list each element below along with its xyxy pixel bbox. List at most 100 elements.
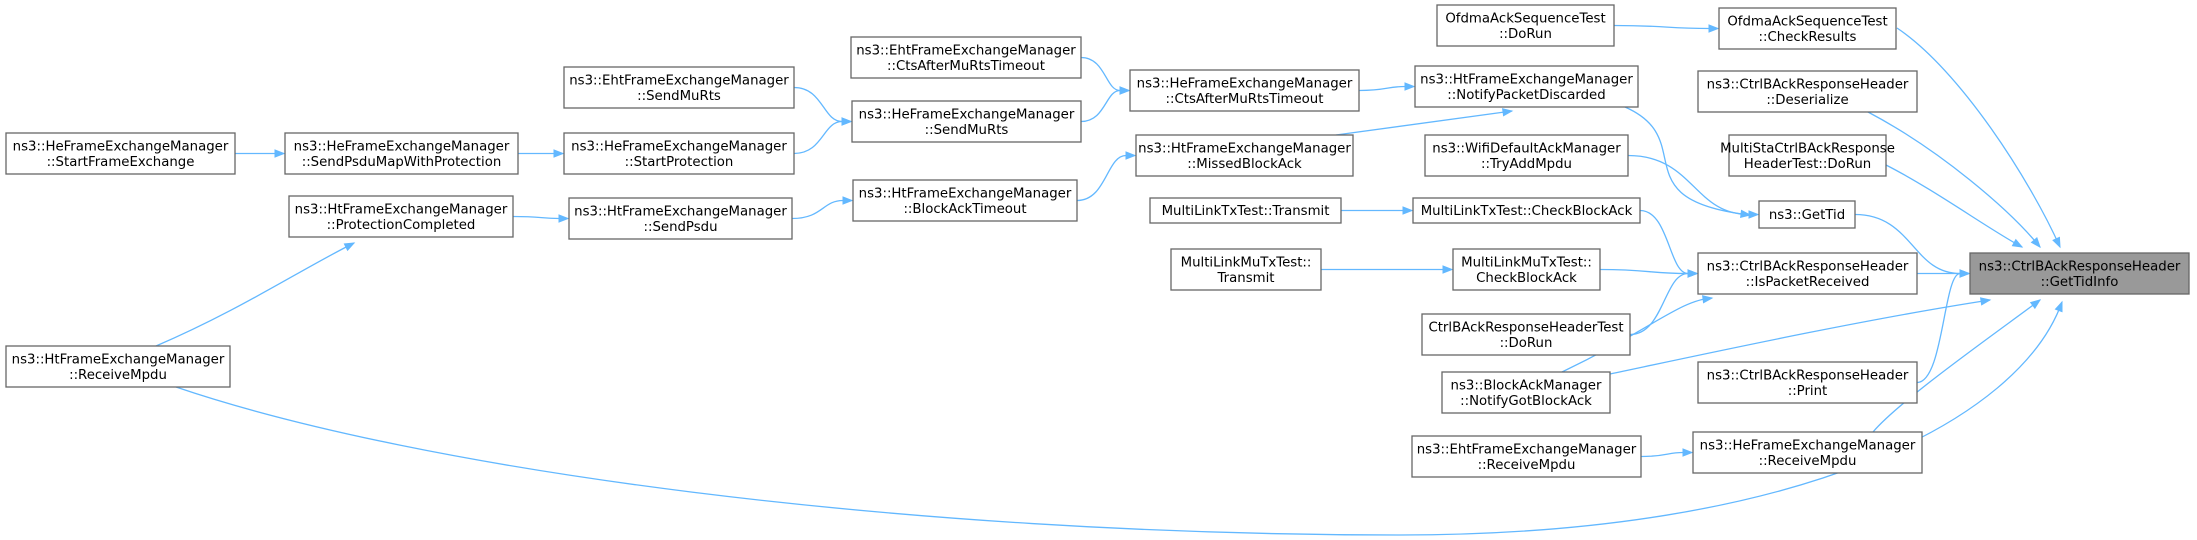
edge-notifygotblockack-to-ispacketreceived <box>1561 295 1714 373</box>
node-label-line: ::ReceiveMpdu <box>1478 458 1576 473</box>
node-label-line: ::SendMuRts <box>637 89 721 104</box>
node-box <box>1412 197 1641 224</box>
node-mlmu-transmit[interactable]: MultiLinkMuTxTest::Transmit <box>1170 248 1322 291</box>
edge-ht_receivempdu-to-root <box>175 300 2063 536</box>
edge-line <box>1080 89 1121 123</box>
node-box <box>1414 65 1639 108</box>
edge-arrowhead <box>274 149 286 158</box>
edge-line <box>1599 268 1689 275</box>
node-label-line: ::IsPacketReceived <box>1746 275 1870 290</box>
node-label-line: ::TryAddMpdu <box>1481 157 1572 172</box>
node-eht-receivempdu[interactable]: ns3::EhtFrameExchangeManager::ReceiveMpd… <box>1411 435 1642 478</box>
edge-ofdma_dorun-to-ofdma_check <box>1613 24 1720 33</box>
edge-deserialize-to-root <box>1867 111 2041 249</box>
edge-arrowhead <box>558 214 570 223</box>
node-label-line: ns3::HeFrameExchangeManager <box>13 139 229 154</box>
node-he-startprotection[interactable]: ns3::HeFrameExchangeManager::StartProtec… <box>563 132 795 175</box>
node-ctrl-dorun[interactable]: CtrlBAckResponseHeaderTest::DoRun <box>1421 313 1631 356</box>
node-ht-notifydiscarded[interactable]: ns3::HtFrameExchangeManager::NotifyPacke… <box>1414 65 1639 108</box>
edge-arrowhead <box>1708 24 1720 33</box>
node-box <box>1424 134 1629 177</box>
node-label-line: ns3::HeFrameExchangeManager <box>571 139 787 154</box>
edge-ht_missed-to-ht_notifydiscarded <box>1335 108 1514 136</box>
node-label-line: ::CtsAfterMuRtsTimeout <box>1166 92 1324 107</box>
node-label-line: ::ReceiveMpdu <box>1759 454 1857 469</box>
node-mlmu-checkblockack[interactable]: MultiLinkMuTxTest::CheckBlockAck <box>1452 248 1601 291</box>
node-label-line: ns3::CtrlBAckResponseHeader <box>1707 259 1909 274</box>
node-box <box>1411 435 1642 478</box>
edge-line <box>793 86 843 123</box>
node-notifygotblockack[interactable]: ns3::BlockAckManager::NotifyGotBlockAck <box>1441 371 1611 414</box>
node-label-line: ::SendPsdu <box>643 220 717 235</box>
node-he-sendpsdumap[interactable]: ns3::HeFrameExchangeManager::SendPsduMap… <box>284 132 519 175</box>
node-label-line: ::GetTidInfo <box>2041 275 2119 290</box>
node-label-line: MultiLinkMuTxTest:: <box>1181 255 1312 270</box>
node-box <box>1452 248 1601 291</box>
node-ofdma-dorun[interactable]: OfdmaAckSequenceTest::DoRun <box>1436 4 1615 47</box>
node-box <box>852 179 1078 222</box>
edge-he_receivempdu-to-root <box>1872 299 2042 433</box>
node-deserialize[interactable]: ns3::CtrlBAckResponseHeader::Deserialize <box>1697 70 1918 113</box>
edge-arrowhead <box>2052 236 2061 249</box>
edge-arrowhead <box>2030 237 2041 249</box>
edge-line <box>155 242 355 347</box>
edge-ht_sendpsdu-to-ht_blockacktimeout <box>791 196 854 220</box>
node-box <box>563 66 795 109</box>
node-he-startframe[interactable]: ns3::HeFrameExchangeManager::StartFrameE… <box>5 132 236 175</box>
edge-he_ctsafter-to-ht_notifydiscarded <box>1358 82 1416 92</box>
node-ofdma-check[interactable]: OfdmaAckSequenceTest::CheckResults <box>1718 7 1897 50</box>
edge-line <box>1627 154 1750 216</box>
edge-arrowhead <box>343 242 356 252</box>
node-label-line: ::SendPsduMapWithProtection <box>302 155 502 170</box>
node-box <box>563 132 795 175</box>
node-label-line: ns3::HeFrameExchangeManager <box>1700 438 1916 453</box>
node-label-line: ::ProtectionCompleted <box>327 218 476 233</box>
node-label-line: HeaderTest::DoRun <box>1744 157 1871 172</box>
node-label-line: ns3::HtFrameExchangeManager <box>1138 141 1351 156</box>
edge-line <box>1867 111 2041 248</box>
node-he-sendmurts[interactable]: ns3::HeFrameExchangeManager::SendMuRts <box>851 100 1082 143</box>
node-ht-sendpsdu[interactable]: ns3::HtFrameExchangeManager::SendPsdu <box>568 197 793 240</box>
node-label-line: ::StartFrameExchange <box>47 155 195 170</box>
node-label-line: ns3::HeFrameExchangeManager <box>859 107 1075 122</box>
node-print[interactable]: ns3::CtrlBAckResponseHeader::Print <box>1697 361 1918 404</box>
node-ht-missed[interactable]: ns3::HtFrameExchangeManager::MissedBlock… <box>1135 134 1354 177</box>
node-label-line: ::ReceiveMpdu <box>69 368 167 383</box>
node-label-line: OfdmaAckSequenceTest <box>1445 11 1605 26</box>
edge-he_startframe-to-he_sendpsdumap <box>234 149 286 158</box>
node-eht-ctsafter[interactable]: ns3::EhtFrameExchangeManager::CtsAfterMu… <box>850 36 1082 79</box>
node-ml-checkblockack[interactable]: MultiLinkTxTest::CheckBlockAck <box>1412 197 1641 224</box>
edge-arrowhead <box>1125 151 1137 160</box>
node-ht-receivempdu[interactable]: ns3::HtFrameExchangeManager::ReceiveMpdu <box>5 345 231 388</box>
edge-he_sendpsdumap-to-he_startprotection <box>517 149 565 158</box>
edge-line <box>1885 164 2023 248</box>
node-ml-transmit[interactable]: MultiLinkTxTest::Transmit <box>1149 197 1342 224</box>
node-box <box>1758 200 1856 229</box>
node-box <box>851 100 1082 143</box>
node-label-line: ::StartProtection <box>625 155 734 170</box>
node-multista-dorun[interactable]: MultiStaCtrlBAckResponseHeaderTest::DoRu… <box>1720 134 1895 177</box>
node-box <box>1421 313 1631 356</box>
node-he-receivempdu[interactable]: ns3::HeFrameExchangeManager::ReceiveMpdu <box>1692 431 1923 474</box>
node-ispacketreceived[interactable]: ns3::CtrlBAckResponseHeader::IsPacketRec… <box>1697 252 1918 295</box>
node-box <box>1697 70 1918 113</box>
node-box <box>288 195 514 238</box>
node-box <box>5 132 236 175</box>
node-wifi-tryadd[interactable]: ns3::WifiDefaultAckManager::TryAddMpdu <box>1424 134 1629 177</box>
edge-line <box>1639 209 1689 275</box>
node-gettid[interactable]: ns3::GetTid <box>1758 200 1856 229</box>
node-ht-blockacktimeout[interactable]: ns3::HtFrameExchangeManager::BlockAckTim… <box>852 179 1078 222</box>
node-label-line: ::CtsAfterMuRtsTimeout <box>887 59 1045 74</box>
edge-print-to-root <box>1916 269 1971 384</box>
edge-arrowhead <box>2029 299 2042 310</box>
node-box <box>1441 371 1611 414</box>
edge-line <box>1358 85 1406 92</box>
node-label-line: ::NotifyPacketDiscarded <box>1447 88 1605 103</box>
edge-line <box>1896 27 2061 248</box>
node-eht-sendmurts[interactable]: ns3::EhtFrameExchangeManager::SendMuRts <box>563 66 795 109</box>
node-box <box>1697 252 1918 295</box>
node-he-ctsafter[interactable]: ns3::HeFrameExchangeManager::CtsAfterMuR… <box>1129 69 1360 112</box>
node-ht-protectioncompleted[interactable]: ns3::HtFrameExchangeManager::ProtectionC… <box>288 195 514 238</box>
node-label-line: ::BlockAckTimeout <box>903 202 1026 217</box>
node-box <box>284 132 519 175</box>
